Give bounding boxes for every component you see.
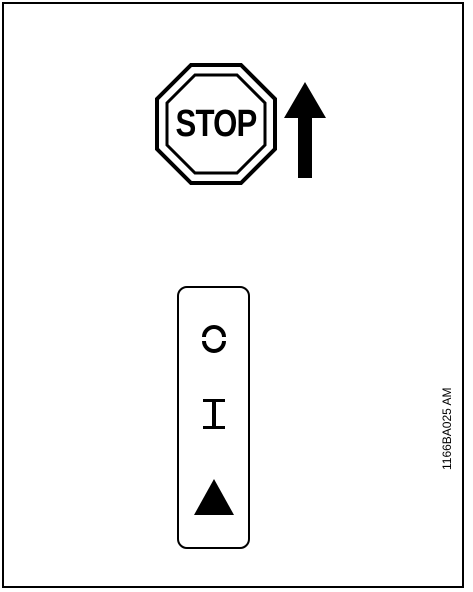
ignition-switch-panel (176, 285, 251, 550)
on-position-icon (203, 399, 225, 429)
stop-sign: STOP (155, 63, 277, 185)
start-triangle-icon (194, 479, 234, 515)
stop-position-icon (202, 325, 226, 353)
stop-sign-octagon-icon (155, 63, 277, 185)
figure-code: 1166BA025 AM (440, 387, 454, 470)
stop-sign-label: STOP (175, 102, 257, 145)
arrow-up-icon (280, 80, 330, 180)
figure-frame (2, 2, 464, 588)
